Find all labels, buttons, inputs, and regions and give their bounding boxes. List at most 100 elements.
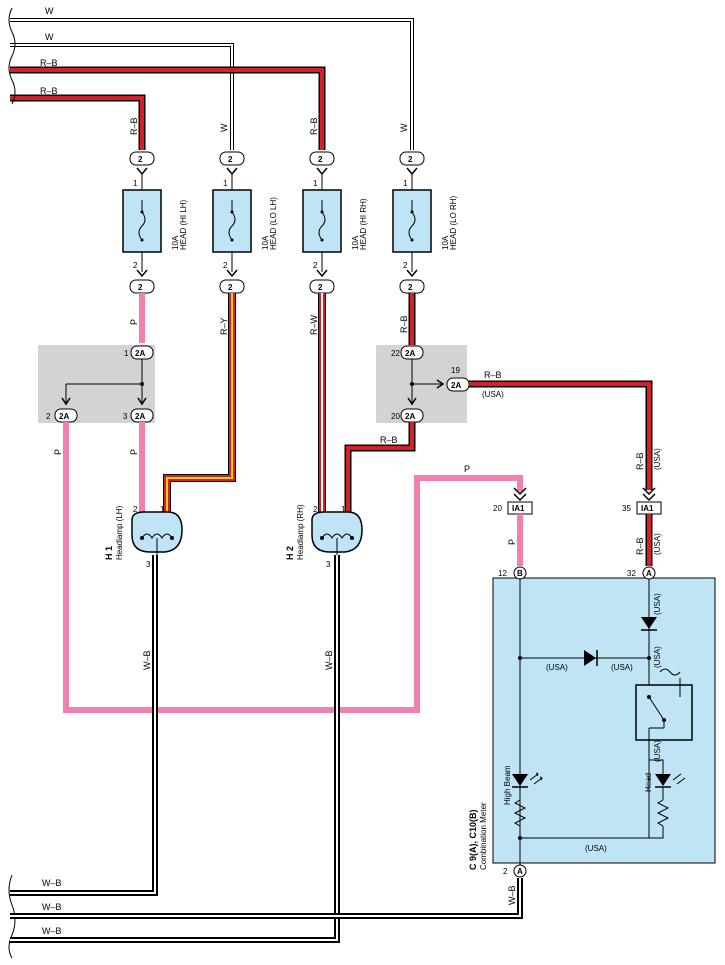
svg-text:B: B <box>517 569 523 578</box>
w-wire-top-2 <box>10 43 234 150</box>
head-led-link <box>649 759 664 839</box>
wire-label-rw: R–W <box>309 314 319 335</box>
wire-wb-meter <box>10 878 523 919</box>
svg-text:20: 20 <box>391 412 400 421</box>
svg-text:2: 2 <box>313 505 318 514</box>
svg-text:2: 2 <box>228 155 233 164</box>
wire-label-wb2-left: W–B <box>42 902 62 912</box>
svg-text:3: 3 <box>123 412 128 421</box>
wire-wb-rh <box>10 555 340 943</box>
wire-label-p-left: P <box>53 449 63 455</box>
rb-wire-top-2 <box>10 94 146 150</box>
meter-terminal-a-top: A 32 <box>627 566 656 580</box>
wire-label-w1: W <box>45 6 54 16</box>
wire-label-rb-vert: R–B <box>635 452 645 470</box>
fuse1-top-wire-label: R–B <box>129 117 139 135</box>
usa-label-1: (USA) <box>653 593 662 615</box>
meter-name: Combination Meter <box>479 802 488 870</box>
wire-ry-fuse2 <box>163 293 236 515</box>
meter-switch <box>635 668 693 741</box>
svg-text:10A: 10A <box>441 235 450 250</box>
wire-label-rb-right: R–B <box>484 370 502 380</box>
svg-text:2: 2 <box>313 261 318 270</box>
svg-text:1: 1 <box>124 349 129 358</box>
headlamp-lh: 2 1 3 <box>131 505 183 569</box>
svg-text:HEAD (LO LH): HEAD (LO LH) <box>269 197 278 250</box>
svg-text:2: 2 <box>228 283 233 292</box>
junction-right-connectors: 2A 22 2A 19 2A 20 <box>391 345 470 423</box>
svg-text:2: 2 <box>408 283 413 292</box>
wire-label-rb-meter: R–B <box>635 537 645 555</box>
svg-text:19: 19 <box>451 366 460 375</box>
usa-label-4: (USA) <box>653 646 662 668</box>
wire-label-usa-vert: (USA) <box>653 448 662 470</box>
wire-label-usa-right: (USA) <box>482 390 504 399</box>
usa-label-6: (USA) <box>585 844 607 853</box>
wire-label-p-lh: P <box>129 449 139 455</box>
svg-text:1: 1 <box>160 505 165 514</box>
usa-label-2: (USA) <box>546 663 568 672</box>
head-label: Head <box>644 773 653 792</box>
meter-terminal-b: B 12 <box>498 566 527 580</box>
svg-text:2: 2 <box>318 283 323 292</box>
w-wire-top-1 <box>10 18 414 150</box>
wire-label-p-meter: P <box>507 539 517 545</box>
svg-text:2: 2 <box>503 867 508 876</box>
svg-text:2A: 2A <box>135 412 145 421</box>
svg-text:2: 2 <box>408 155 413 164</box>
wire-label-p-fuse1: P <box>129 319 139 325</box>
wire-label-rb2: R–B <box>40 86 58 96</box>
wire-p-loop <box>63 422 523 713</box>
break-mark-bottom <box>8 874 16 959</box>
meter-code: C 9(A), C10(B) <box>468 809 478 870</box>
wire-label-rb-fuse4: R–B <box>399 315 409 333</box>
svg-text:1: 1 <box>403 179 408 188</box>
svg-text:20: 20 <box>493 504 502 513</box>
wire-rb-rh-lo <box>344 422 416 515</box>
svg-text:1: 1 <box>313 179 318 188</box>
svg-text:A: A <box>646 569 652 578</box>
svg-text:2: 2 <box>138 283 143 292</box>
fuse-head-lo-lh: 2 1 10A HEAD (LO LH) 2 2 <box>212 151 278 294</box>
meter-junction-2 <box>647 656 651 660</box>
break-mark-top <box>8 7 16 105</box>
svg-text:22: 22 <box>391 349 400 358</box>
svg-text:1: 1 <box>133 179 138 188</box>
wire-label-wb-meter: W–B <box>507 885 517 905</box>
usa-label-5: (USA) <box>653 740 662 762</box>
svg-text:A: A <box>517 867 523 876</box>
fuse4-top-wire-label: W <box>399 123 409 132</box>
svg-text:2: 2 <box>46 412 51 421</box>
svg-text:2A: 2A <box>405 349 415 358</box>
headlamp-rh: 2 1 3 <box>311 505 363 569</box>
svg-text:32: 32 <box>627 569 636 578</box>
svg-text:2: 2 <box>403 261 408 270</box>
svg-text:HEAD (HI LH): HEAD (HI LH) <box>179 199 188 250</box>
svg-text:HEAD (HI RH): HEAD (HI RH) <box>359 198 368 250</box>
high-beam-label: High Beam <box>503 765 512 805</box>
wire-label-usa-meter: (USA) <box>653 533 662 555</box>
svg-text:3: 3 <box>326 560 331 569</box>
headlamp-rh-code: H 2 <box>285 546 295 560</box>
svg-text:HEAD (LO RH): HEAD (LO RH) <box>449 195 458 250</box>
wire-rb-to-meter <box>469 380 653 490</box>
fuse-head-hi-rh: 2 1 10A HEAD (HI RH) 2 2 <box>302 151 368 294</box>
headlamp-lh-name: Headlamp (LH) <box>115 505 124 560</box>
led-high-beam <box>512 772 543 827</box>
connector-ia1-rb: IA1 35 <box>622 487 662 515</box>
junction-left-connectors: 2A 1 2A 2 2A 3 <box>46 345 154 423</box>
wire-label-wb-lh: W–B <box>142 650 152 670</box>
svg-text:2A: 2A <box>59 412 69 421</box>
meter-terminal-a-bottom: A 2 <box>503 864 527 878</box>
wire-label-ry: R–Y <box>219 317 229 335</box>
headlamp-rh-name: Headlamp (RH) <box>296 504 305 560</box>
wire-label-p-top: P <box>464 464 470 474</box>
svg-text:2A: 2A <box>405 412 415 421</box>
svg-text:IA1: IA1 <box>512 504 525 513</box>
wire-label-rb1: R–B <box>40 58 58 68</box>
svg-text:2: 2 <box>133 505 138 514</box>
svg-text:35: 35 <box>622 504 631 513</box>
svg-text:10A: 10A <box>171 235 180 250</box>
wire-wb-lh <box>10 555 158 896</box>
fuse3-top-wire-label: R–B <box>309 117 319 135</box>
